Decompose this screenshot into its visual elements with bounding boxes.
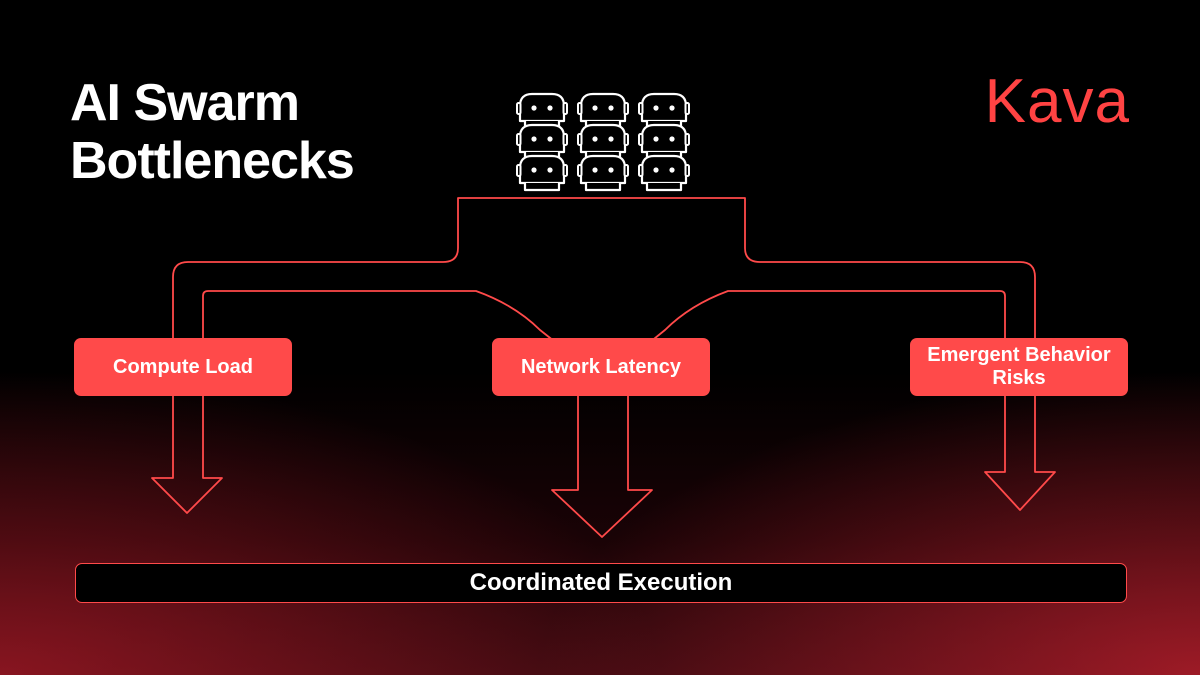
robot-icon	[515, 92, 569, 130]
brand-logo: Kava	[984, 67, 1130, 136]
funnel-outline	[151, 197, 1056, 538]
bottleneck-emergent-behavior-risks: Emergent Behavior Risks	[910, 338, 1128, 396]
outcome-bar: Coordinated Execution	[75, 563, 1127, 603]
agent-swarm	[515, 92, 691, 192]
page-title: AI Swarm Bottlenecks	[70, 74, 355, 190]
robot-icon	[637, 92, 691, 130]
robot-icon	[515, 123, 569, 161]
title-line-1: AI Swarm	[70, 74, 300, 132]
bottleneck-compute-load: Compute Load	[74, 338, 292, 396]
robot-icon	[576, 92, 630, 130]
robot-icon	[515, 154, 569, 192]
bottleneck-network-latency: Network Latency	[492, 338, 710, 396]
robot-icon	[637, 123, 691, 161]
title-line-2: Bottlenecks	[70, 132, 355, 190]
robot-icon	[637, 154, 691, 192]
robot-icon	[576, 154, 630, 192]
robot-icon	[576, 123, 630, 161]
